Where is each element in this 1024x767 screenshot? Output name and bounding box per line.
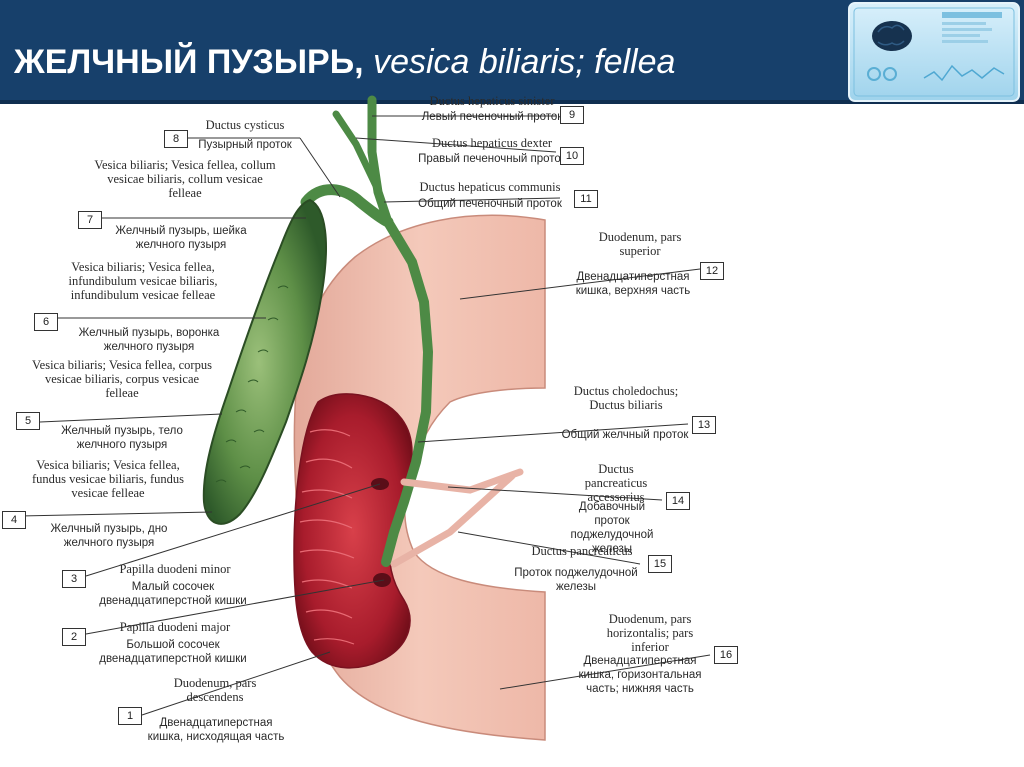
label-9-russian: Левый печеночный проток [421,111,563,123]
label-11-number: 11 [574,190,598,208]
label-3-latin: Papilla duodeni minor [119,562,231,576]
label-14-russian: Добавочный проток поджелудочной железы [570,501,654,555]
label-4-latin: Vesica biliaris; Vesica fellea, fundus v… [31,458,185,500]
label-12-number: 12 [700,262,724,280]
label-4-number: 4 [2,511,26,529]
label-3-number: 3 [62,570,86,588]
label-7-number: 7 [78,211,102,229]
label-2-number: 2 [62,628,86,646]
label-6-russian: Желчный пузырь, воронка желчного пузыря [78,327,220,353]
label-12-latin: Duodenum, pars superior [598,230,682,258]
label-1-russian: Двенадцатиперстная кишка, нисходящая час… [147,717,285,743]
label-8-number: 8 [164,130,188,148]
label-10-russian: Правый печеночный проток [418,153,566,165]
label-16-russian: Двенадцатиперстная кишка, горизонтальная… [578,655,702,695]
leader-lines [19,115,711,716]
label-6-latin: Vesica biliaris; Vesica fellea, infundib… [68,260,218,302]
slide-title: ЖЕЛЧНЫЙ ПУЗЫРЬ, vesica biliaris; fellea [14,40,675,84]
label-4-russian: Желчный пузырь, дно желчного пузыря [50,523,168,549]
label-1-number: 1 [118,707,142,725]
label-15-number: 15 [648,555,672,573]
label-5-russian: Желчный пузырь, тело желчного пузыря [61,425,183,451]
title-latin: vesica biliaris; fellea [373,43,676,81]
label-11-latin: Ductus hepaticus communis [419,180,561,194]
label-13-number: 13 [692,416,716,434]
label-14-latin: Ductus pancreaticus accessorius [584,462,648,504]
label-13-russian: Общий желчный проток [561,429,689,441]
pancreatic-ducts [390,468,524,568]
label-12-russian: Двенадцатиперстная кишка, верхняя часть [575,271,691,297]
label-5-latin: Vesica biliaris; Vesica fellea, corpus v… [32,358,212,400]
label-15-latin: Ductus pancreaticus [531,544,633,558]
header-divider [0,100,1024,104]
title-bold: ЖЕЛЧНЫЙ ПУЗЫРЬ, [14,43,364,81]
label-7-latin: Vesica biliaris; Vesica fellea, collum v… [94,158,276,200]
label-2-latin: Papilla duodeni major [119,620,231,634]
label-10-latin: Ductus hepaticus dexter [431,136,553,150]
label-1-latin: Duodenum, pars descendens [173,676,257,704]
label-7-russian: Желчный пузырь, шейка желчного пузыря [115,225,247,251]
bile-ducts [300,95,434,567]
anatomy-illustration [19,95,711,741]
duodenum-open-lumen [293,393,413,669]
brain-screen-icon [848,2,1020,102]
label-15-russian: Проток поджелудочной железы [514,567,638,593]
label-16-number: 16 [714,646,738,664]
gallbladder [202,198,327,525]
label-16-latin: Duodenum, pars horizontalis; pars inferi… [606,612,694,654]
label-6-number: 6 [34,313,58,331]
label-3-russian: Малый сосочек двенадцатиперстной кишки [99,581,247,607]
label-10-number: 10 [560,147,584,165]
label-13-latin: Ductus choledochus; Ductus biliaris [573,384,679,412]
label-9-number: 9 [560,106,584,124]
label-5-number: 5 [16,412,40,430]
label-2-russian: Большой сосочек двенадцатиперстной кишки [99,639,247,665]
label-8-russian: Пузырный проток [198,139,292,151]
label-9-latin: Ductus hepaticus sinister [429,94,555,108]
label-14-number: 14 [666,492,690,510]
label-8-latin: Ductus cysticus [205,118,285,132]
label-11-russian: Общий печеночный проток [418,198,562,210]
